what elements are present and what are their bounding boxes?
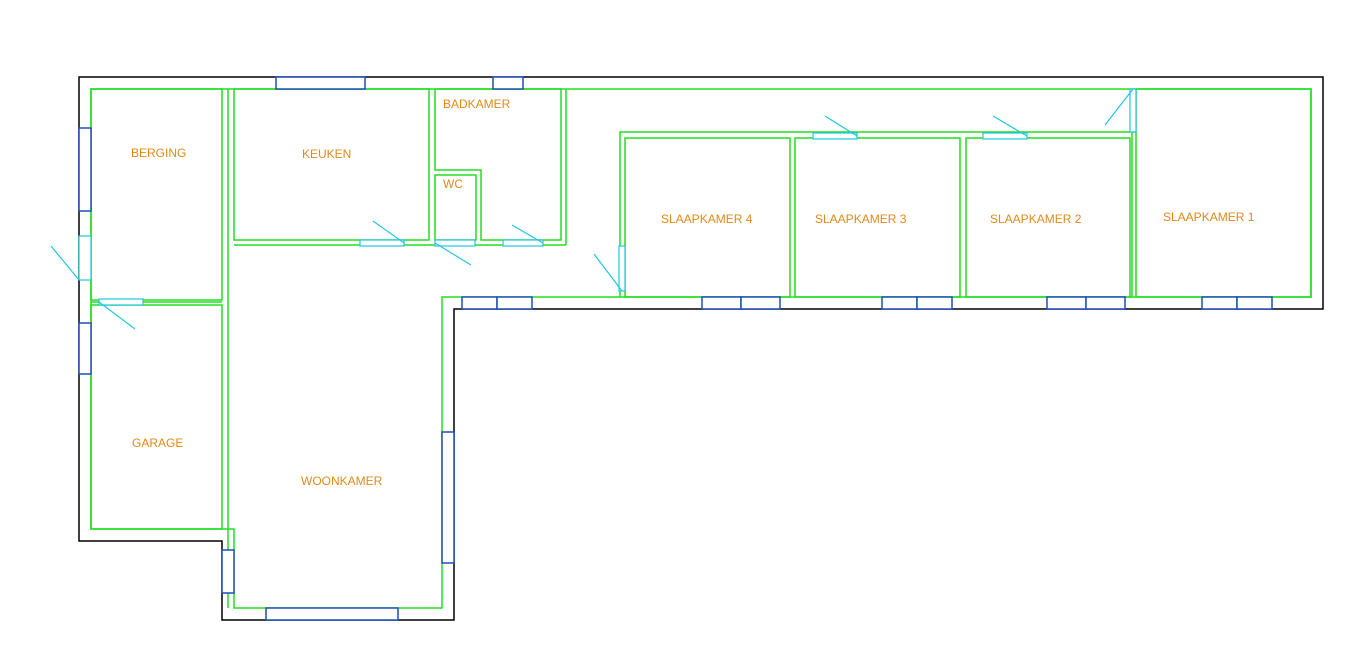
keuken-room — [233, 88, 430, 241]
slaapkamer-2-room — [965, 137, 1131, 298]
outer-wall — [78, 76, 1324, 621]
window-woonkamer-bottom — [265, 607, 399, 621]
door-berging-garage-sill — [98, 298, 144, 306]
door-badkamer-sill — [502, 239, 544, 247]
windows — [78, 76, 1273, 621]
door-wc-leaf — [434, 242, 472, 266]
door-berging-garage-leaf — [98, 301, 136, 330]
window-slaapkamer-4-a — [701, 296, 742, 310]
garage-room — [90, 304, 223, 530]
window-slaapkamer-2-b — [1085, 296, 1126, 310]
door-slaapkamer-2-leaf — [992, 115, 1028, 137]
slaapkamer-1-room — [1135, 88, 1312, 298]
window-slaapkamer-3-b — [916, 296, 953, 310]
door-berging-outer-sill — [78, 235, 92, 281]
door-slaapkamer-1-leaf — [1104, 88, 1134, 126]
window-keuken-top — [275, 76, 366, 90]
window-woonkamer-left — [221, 549, 235, 594]
door-slaapkamer-2-sill — [982, 132, 1028, 140]
slaapkamer-4-room — [624, 137, 791, 298]
berging-room — [90, 88, 223, 301]
wc-room — [434, 174, 477, 241]
window-badkamer-top — [492, 76, 524, 90]
door-slaapkamer-3-leaf — [824, 115, 858, 137]
door-keuken-leaf — [372, 220, 405, 244]
window-slaapkamer-3-a — [881, 296, 918, 310]
window-slaapkamer-4-b — [740, 296, 781, 310]
window-berging-left — [78, 127, 92, 212]
window-corridor-b — [496, 296, 533, 310]
door-slaapkamer-3-sill — [812, 132, 858, 140]
door-berging-outer-leaf — [50, 245, 80, 281]
door-corridor-sill — [618, 245, 626, 292]
window-slaapkamer-2-a — [1046, 296, 1087, 310]
inner-wall-line — [90, 88, 1312, 609]
corridor-wall — [619, 131, 1136, 297]
badkamer-room — [434, 88, 562, 241]
door-badkamer-leaf — [511, 224, 544, 244]
window-slaapkamer-1-b — [1236, 296, 1273, 310]
window-corridor-a — [461, 296, 498, 310]
door-wc-sill — [434, 239, 476, 247]
window-slaapkamer-1-a — [1201, 296, 1238, 310]
doors — [50, 88, 1137, 330]
slaapkamer-3-room — [794, 137, 961, 298]
window-garage-left — [78, 322, 92, 375]
door-keuken-sill — [359, 239, 405, 247]
window-woonkamer-right — [441, 431, 455, 564]
door-slaapkamer-1-sill — [1129, 88, 1137, 133]
door-corridor-leaf — [593, 253, 623, 292]
